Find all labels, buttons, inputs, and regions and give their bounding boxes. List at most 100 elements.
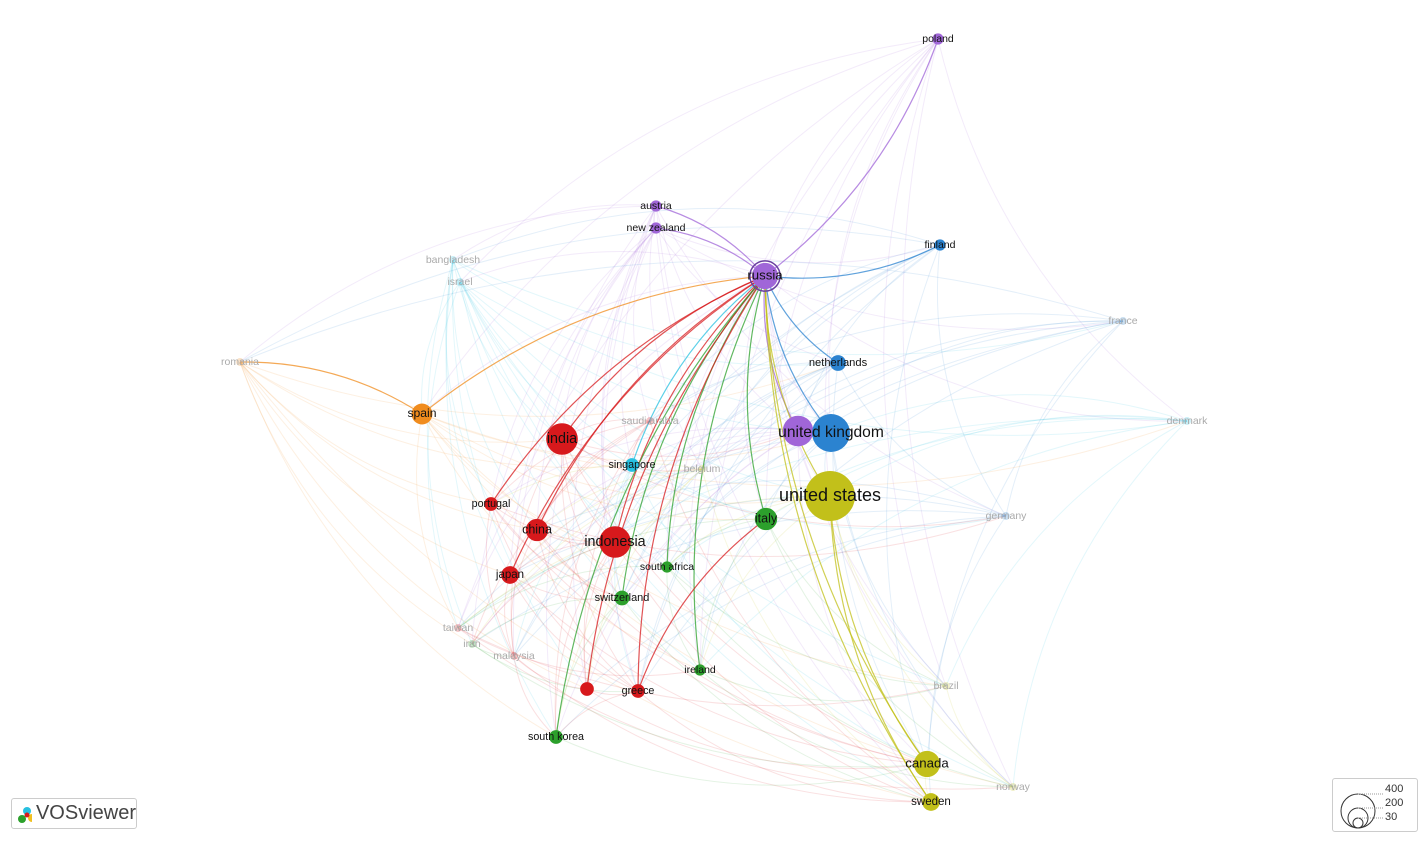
node-ireland[interactable]: [694, 664, 706, 676]
node-layer: [236, 33, 1191, 811]
node-label-ireland[interactable]: ireland: [684, 664, 716, 676]
node-label-united_kingdom[interactable]: united kingdom: [778, 424, 884, 441]
node-label-malaysia[interactable]: malaysia: [493, 650, 535, 662]
node-label-netherlands[interactable]: netherlands: [809, 357, 868, 369]
link-austria-bangladesh: [452, 204, 657, 261]
node-label-belgium[interactable]: belgium: [684, 463, 721, 475]
node-label-finland[interactable]: finland: [925, 239, 956, 251]
node-new_zealand[interactable]: [650, 222, 662, 234]
node-label-france[interactable]: france: [1108, 315, 1137, 327]
link-taiwan-ireland: [457, 627, 701, 677]
node-china[interactable]: [525, 518, 549, 542]
node-denmark[interactable]: [1183, 417, 1191, 425]
node-japan[interactable]: [501, 566, 519, 584]
node-norway[interactable]: [1009, 783, 1017, 791]
node-switzerland[interactable]: [614, 590, 630, 606]
node-label-sweden[interactable]: sweden: [911, 796, 951, 808]
node-label-switzerland[interactable]: switzerland: [595, 592, 650, 604]
node-south_africa[interactable]: [661, 561, 673, 573]
node-bangladesh[interactable]: [449, 256, 457, 264]
link-israel-united_kingdom: [459, 281, 832, 434]
legend-size-400: 400: [1385, 783, 1404, 795]
node-label-romania[interactable]: romania: [221, 356, 259, 368]
node-label-germany[interactable]: germany: [986, 510, 1028, 522]
link-russia-israel: [459, 251, 766, 283]
node-label-saudi_arabia[interactable]: saudi arabia: [621, 415, 678, 427]
node-label-united_states[interactable]: united states: [779, 485, 881, 505]
link-russia-south_korea: [555, 275, 766, 738]
node-poland[interactable]: [932, 33, 944, 45]
edge-layer: [239, 38, 1188, 803]
node-label-new_zealand[interactable]: new zealand: [627, 222, 686, 234]
node-netherlands[interactable]: [830, 355, 846, 371]
node-saudi_arabia[interactable]: [646, 417, 654, 425]
node-label-russia[interactable]: russia: [747, 268, 783, 283]
link-romania-india: [239, 361, 563, 443]
node-singapore[interactable]: [625, 458, 639, 472]
node-sweden[interactable]: [922, 793, 940, 811]
node-label-spain[interactable]: spain: [407, 406, 436, 420]
node-label-taiwan[interactable]: taiwan: [443, 622, 474, 634]
node-italy[interactable]: [754, 507, 778, 531]
link-united_states-ireland: [699, 495, 831, 671]
node-red_unlabeled[interactable]: [580, 682, 594, 696]
node-indonesia[interactable]: [599, 526, 631, 558]
link-malaysia-sweden: [513, 655, 932, 803]
link-netherlands-belgium: [701, 362, 839, 470]
node-label-japan[interactable]: japan: [495, 569, 524, 581]
node-label-greece[interactable]: greece: [622, 685, 655, 697]
node-label-israel[interactable]: israel: [447, 276, 472, 288]
node-greece[interactable]: [631, 684, 645, 698]
node-label-italy[interactable]: italy: [755, 511, 778, 525]
node-taiwan[interactable]: [454, 624, 462, 632]
node-label-indonesia[interactable]: indonesia: [584, 534, 645, 550]
node-south_korea[interactable]: [549, 730, 563, 744]
node-france[interactable]: [1119, 317, 1127, 325]
node-label-portugal[interactable]: portugal: [472, 498, 511, 510]
node-india[interactable]: [546, 423, 578, 455]
node-label-singapore[interactable]: singapore: [608, 459, 655, 471]
link-germany-japan: [509, 495, 1007, 576]
node-label-brazil[interactable]: brazil: [933, 680, 958, 692]
node-label-poland[interactable]: poland: [922, 33, 954, 45]
link-new_zealand-finland: [655, 227, 941, 264]
node-label-canada[interactable]: canada: [905, 756, 949, 771]
link-denmark-norway: [1012, 420, 1188, 788]
node-label-austria[interactable]: austria: [640, 200, 672, 212]
node-label-bangladesh[interactable]: bangladesh: [426, 254, 480, 266]
node-portugal[interactable]: [484, 497, 498, 511]
link-uk_purple-singapore: [631, 427, 799, 466]
link-united_kingdom-brazil: [830, 432, 947, 687]
node-russia[interactable]: [751, 262, 779, 290]
node-united_kingdom[interactable]: [812, 414, 850, 452]
link-belgium-sweden: [701, 468, 932, 803]
node-label-south_africa[interactable]: south africa: [640, 561, 694, 573]
link-poland-denmark: [937, 38, 1188, 422]
node-brazil[interactable]: [942, 682, 950, 690]
node-germany[interactable]: [1002, 512, 1010, 520]
node-label-denmark[interactable]: denmark: [1167, 415, 1209, 427]
node-israel[interactable]: [456, 278, 464, 286]
node-united_states[interactable]: [805, 471, 855, 521]
link-india-malaysia: [510, 438, 563, 657]
link-france-romania: [239, 260, 1124, 363]
node-finland[interactable]: [934, 239, 946, 251]
node-austria[interactable]: [650, 200, 662, 212]
node-label-norway[interactable]: norway: [996, 781, 1031, 793]
node-label-iran[interactable]: iran: [463, 638, 481, 650]
node-spain[interactable]: [411, 403, 433, 425]
node-malaysia[interactable]: [510, 652, 518, 660]
link-spain-united_states: [421, 413, 831, 504]
node-belgium[interactable]: [698, 465, 706, 473]
vosviewer-logo: VOSviewer: [11, 798, 137, 829]
node-label-india[interactable]: india: [547, 431, 577, 447]
node-canada[interactable]: [913, 750, 941, 778]
node-label-south_korea[interactable]: south korea: [528, 731, 584, 743]
link-south_africa-ireland: [666, 566, 701, 671]
node-uk_purple[interactable]: [782, 415, 814, 447]
node-label-china[interactable]: china: [522, 522, 552, 536]
node-iran[interactable]: [468, 640, 476, 648]
node-romania[interactable]: [236, 358, 244, 366]
link-romania-south_korea: [239, 361, 557, 738]
